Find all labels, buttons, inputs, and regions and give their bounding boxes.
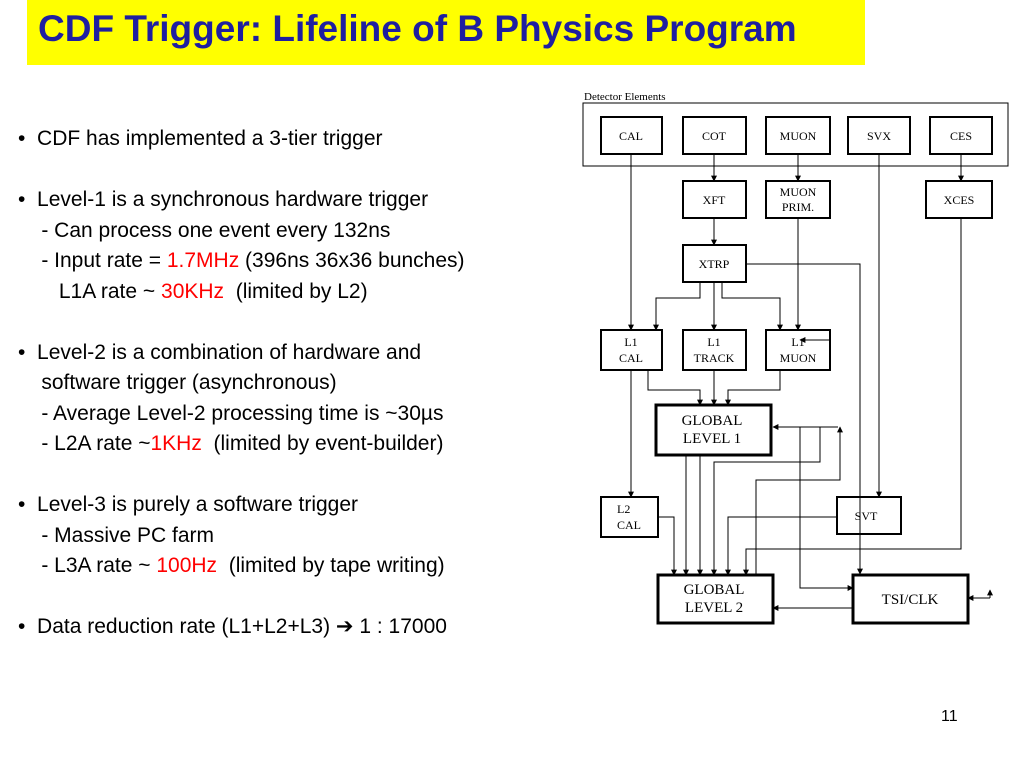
sub-bullet-text: - L2A rate ~: [41, 432, 151, 455]
global-level-2-label-1: GLOBAL: [684, 582, 745, 598]
sub-bullet-text: (limited by event-builder): [201, 432, 444, 455]
sub-bullet: - Can process one event every 132ns: [18, 216, 578, 247]
bullet-5: • Data reduction rate (L1+L2+L3) ➔ 1 : 1…: [18, 612, 578, 643]
connector: [653, 282, 701, 331]
l1-cal-label-2: CAL: [619, 351, 643, 365]
svt-box: [836, 496, 902, 535]
global-level-1-label-2: LEVEL 1: [683, 431, 741, 447]
sub-bullet-text: (limited by tape writing): [217, 554, 445, 577]
bullet-text: Level-2 is a combination of hardware and: [37, 340, 422, 364]
muon-prim-label-1: MUON: [780, 185, 817, 199]
xces-label: XCES: [944, 193, 975, 207]
sub-bullet-text: - Average Level-2 processing time is ~30…: [41, 401, 444, 425]
bullet-dot: •: [18, 127, 26, 150]
sub-bullet-text: (396ns 36x36 bunches): [239, 249, 465, 272]
title-banner: [27, 0, 865, 65]
sub-bullet-text: L1A rate ~: [58, 279, 162, 303]
sub-bullet: - L3A rate ~ 100Hz (limited by tape writ…: [18, 551, 578, 582]
svt-label: SVT: [855, 509, 878, 523]
page-number: 11: [941, 708, 958, 725]
sub-bullet: L1A rate ~ 30KHz (limited by L2): [18, 277, 578, 308]
connector: [711, 427, 821, 576]
connector: [746, 263, 863, 575]
xces-box: [925, 180, 993, 219]
connector: [721, 282, 783, 331]
sub-bullet-text: - Input rate =: [41, 249, 167, 272]
detector-elements-frame: [582, 102, 1009, 167]
l1-track-label-2: TRACK: [694, 351, 735, 365]
l1-muon-label-1: L1: [791, 335, 804, 349]
highlight-value: 100Hz: [156, 554, 218, 577]
xft-label: XFT: [703, 193, 726, 207]
connector: [647, 370, 703, 406]
connector: [725, 516, 837, 576]
global-level-1-label-1: GLOBAL: [682, 413, 743, 429]
muon-prim-label-2: PRIM.: [782, 200, 814, 214]
connector: [755, 426, 843, 575]
l1-track-label-1: L1: [707, 335, 720, 349]
xtrp-label: XTRP: [699, 257, 730, 271]
sub-bullet-text: - Can process one event every 132ns: [41, 218, 391, 242]
sub-bullet: - Input rate = 1.7MHz (396ns 36x36 bunch…: [18, 246, 578, 277]
cot-box: [682, 116, 747, 155]
l2-cal-box: [600, 496, 659, 538]
svx-box: [847, 116, 911, 155]
bullet-text: 1 : 17000: [353, 615, 447, 638]
bullet-text: Level-1 is a synchronous hardware trigge…: [37, 188, 429, 211]
muon-prim-box: [765, 180, 831, 219]
slide-title: CDF Trigger: Lifeline of B Physics Progr…: [38, 8, 797, 49]
bullet-dot: •: [18, 493, 26, 516]
bullet-2: • Level-1 is a synchronous hardware trig…: [18, 185, 578, 216]
bullet-dot: •: [18, 340, 26, 364]
sub-bullet: - Average Level-2 processing time is ~30…: [18, 399, 578, 430]
sub-bullet: - L2A rate ~1KHz (limited by event-build…: [18, 429, 578, 460]
sub-bullet-text: - Massive PC farm: [41, 523, 215, 547]
bullet-continuation: software trigger (asynchronous): [18, 368, 578, 399]
bullet-text: CDF has implemented a 3-tier trigger: [37, 127, 383, 150]
ces-box: [929, 116, 993, 155]
cot-label: COT: [702, 129, 727, 143]
xft-box: [682, 180, 747, 219]
global-level-1-box: [654, 403, 773, 457]
l2-cal-label-2: CAL: [617, 518, 641, 532]
bullet-3: • Level-2 is a combination of hardware a…: [18, 338, 578, 369]
l1-cal-label-1: L1: [624, 335, 637, 349]
right-arrow-icon: ➔: [335, 615, 354, 638]
svx-label: SVX: [867, 129, 891, 143]
bullet-text: Level-3 is purely a software trigger: [37, 493, 359, 516]
l2-cal-label-1: L2: [617, 502, 630, 516]
l1-muon-box: [765, 329, 831, 371]
highlight-value: 30KHz: [161, 279, 225, 303]
global-level-2-label-2: LEVEL 2: [685, 600, 743, 616]
bullet-4: • Level-3 is purely a software trigger: [18, 490, 578, 521]
bullet-1: • CDF has implemented a 3-tier trigger: [18, 124, 578, 155]
sub-bullet-text: - L3A rate ~: [41, 554, 157, 577]
connector: [743, 218, 962, 576]
tsi-clk-label: TSI/CLK: [882, 592, 939, 608]
l1-cal-box: [600, 329, 663, 371]
bullet-list: • CDF has implemented a 3-tier trigger •…: [18, 124, 578, 643]
connector: [658, 516, 677, 576]
ces-label: CES: [950, 129, 972, 143]
sub-bullet-text: (limited by L2): [224, 279, 368, 303]
bullet-dot: •: [18, 615, 26, 638]
cal-label: CAL: [619, 129, 643, 143]
muon-label: MUON: [780, 129, 817, 143]
highlight-value: 1KHz: [150, 432, 202, 455]
sub-bullet: - Massive PC farm: [18, 521, 578, 552]
bullet-text: software trigger (asynchronous): [41, 371, 337, 394]
muon-box: [765, 116, 831, 155]
bullet-text: Data reduction rate (L1+L2+L3): [37, 615, 336, 638]
diagram-header: Detector Elements: [584, 91, 666, 103]
tsi-clk-box: [851, 573, 970, 625]
connector: [725, 370, 781, 406]
bullet-dot: •: [18, 188, 26, 211]
highlight-value: 1.7MHz: [166, 249, 240, 272]
l1-muon-label-2: MUON: [780, 351, 817, 365]
connector: [799, 427, 854, 591]
